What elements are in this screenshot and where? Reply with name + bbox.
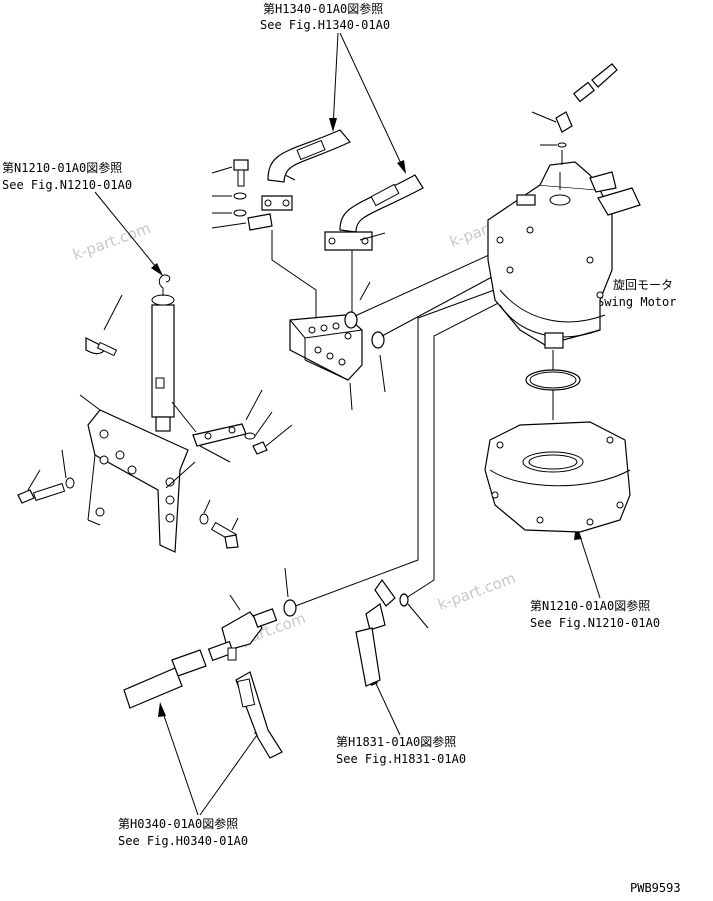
ref-n1210-right-jp: 第N1210-01A0図参照 — [530, 598, 650, 613]
ref-n1210-right-en: See Fig.N1210-01A0 — [530, 616, 660, 630]
swing-motor — [487, 161, 641, 349]
watermark: k-part.com — [435, 569, 518, 614]
ref-h1831-jp: 第H1831-01A0図参照 — [336, 734, 456, 749]
bracket-cylinder — [151, 274, 175, 432]
swing-motor-en: Swing Motor — [597, 295, 676, 309]
lower-hose-left — [123, 649, 207, 709]
clamp-bar — [171, 389, 293, 463]
watermark: k-part.com — [70, 219, 153, 264]
manifold-block — [289, 314, 363, 411]
ref-n1210-left-en: See Fig.N1210-01A0 — [2, 178, 132, 192]
ref-n1210-left-jp: 第N1210-01A0図参照 — [2, 160, 122, 175]
lower-hose-right — [235, 671, 283, 759]
swing-housing — [484, 421, 631, 533]
upper-hose-right — [324, 174, 424, 251]
lower-o-ring — [283, 599, 297, 617]
drawing-code: PWB9593 — [630, 881, 681, 895]
o-ring — [371, 331, 385, 349]
ref-h0340-jp: 第H0340-01A0図参照 — [118, 816, 238, 831]
ref-h1340-jp: 第H1340-01A0図参照 — [263, 1, 383, 16]
left-bolt — [17, 449, 75, 504]
ref-h1340-en: See Fig.H1340-01A0 — [260, 18, 390, 32]
upper-hose-left — [261, 129, 351, 211]
tee-fitting — [207, 594, 278, 662]
tube-route-right — [402, 295, 513, 601]
u-bolt — [85, 294, 123, 357]
mounting-plate — [79, 394, 196, 553]
swing-motor-jp: 旋回モータ — [613, 278, 673, 292]
tube-route-left — [289, 284, 509, 609]
elbow-fitting — [355, 578, 396, 687]
hose-connector-line — [271, 230, 317, 318]
ref-h0340-en: See Fig.H0340-01A0 — [118, 834, 248, 848]
o-ring — [344, 311, 358, 329]
leader-lines — [94, 32, 601, 816]
lower-o-ring — [399, 593, 409, 607]
right-bolt — [199, 499, 239, 549]
flange-bolt-set — [211, 159, 386, 241]
ref-h1831-en: See Fig.H1831-01A0 — [336, 752, 466, 766]
motor-top-fittings — [531, 63, 618, 165]
